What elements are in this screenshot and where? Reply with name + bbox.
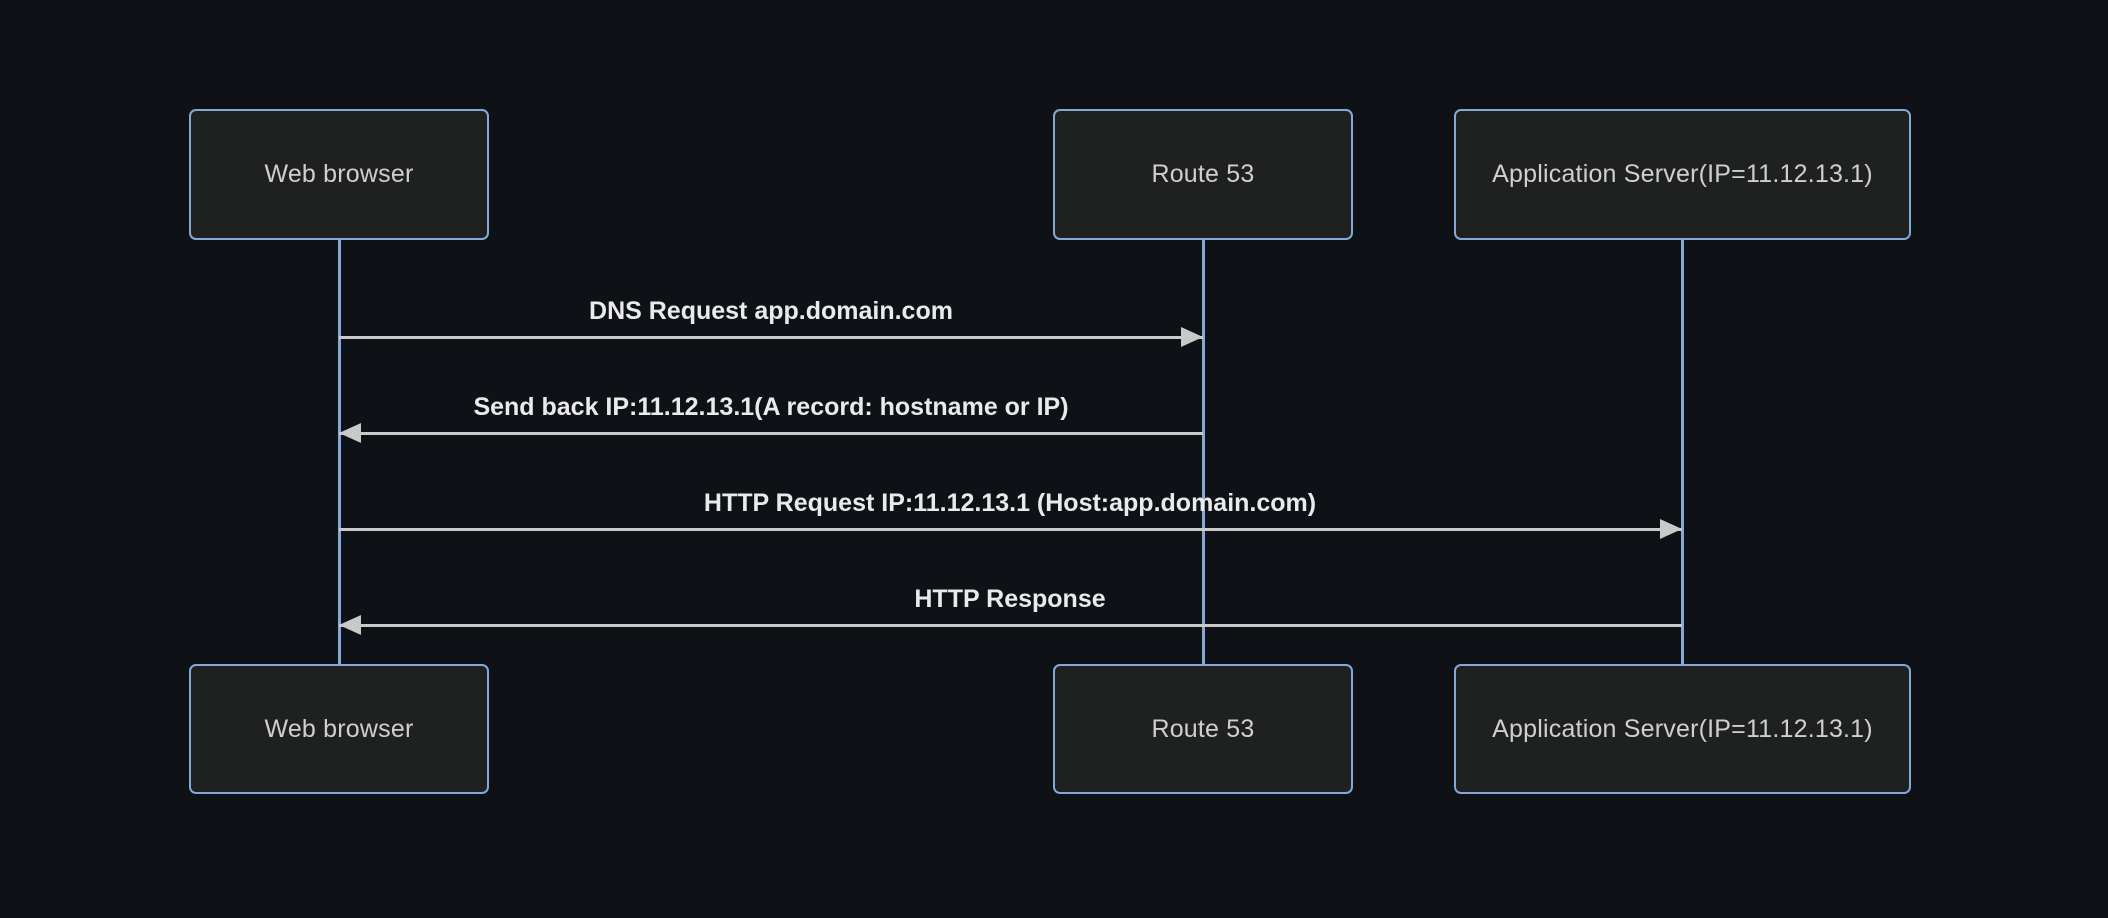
message-label-dns-request: DNS Request app.domain.com <box>589 297 953 325</box>
arrowhead-right-icon <box>1181 327 1203 347</box>
actor-label-web-browser: Web browser <box>264 160 414 188</box>
actor-box-route-53-bottom: Route 53 <box>1053 664 1353 794</box>
arrowhead-left-icon <box>339 615 361 635</box>
message-label-send-back-ip: Send back IP:11.12.13.1(A record: hostna… <box>473 393 1069 421</box>
message-label-http-request: HTTP Request IP:11.12.13.1 (Host:app.dom… <box>703 489 1317 517</box>
actor-label-application-server: Application Server(IP=11.12.13.1) <box>1492 714 1873 743</box>
lifeline-web-browser <box>338 240 341 665</box>
actor-label-route-53: Route 53 <box>1151 160 1255 188</box>
actor-box-application-server-bottom: Application Server(IP=11.12.13.1) <box>1454 664 1911 794</box>
lifeline-application-server <box>1681 240 1684 665</box>
message-line-dns-request <box>339 336 1203 339</box>
message-label-http-response: HTTP Response <box>914 585 1106 613</box>
message-line-send-back-ip <box>339 432 1203 435</box>
actor-box-route-53-top: Route 53 <box>1053 109 1353 240</box>
message-line-http-response <box>339 624 1682 627</box>
actor-box-application-server-top: Application Server(IP=11.12.13.1) <box>1454 109 1911 240</box>
actor-label-route-53: Route 53 <box>1151 714 1255 743</box>
actor-label-web-browser: Web browser <box>264 714 414 743</box>
actor-box-web-browser-top: Web browser <box>189 109 489 240</box>
message-line-http-request <box>339 528 1682 531</box>
arrowhead-left-icon <box>339 423 361 443</box>
actor-box-web-browser-bottom: Web browser <box>189 664 489 794</box>
lifeline-route-53 <box>1202 240 1205 665</box>
arrowhead-right-icon <box>1660 519 1682 539</box>
actor-label-application-server: Application Server(IP=11.12.13.1) <box>1492 160 1873 188</box>
